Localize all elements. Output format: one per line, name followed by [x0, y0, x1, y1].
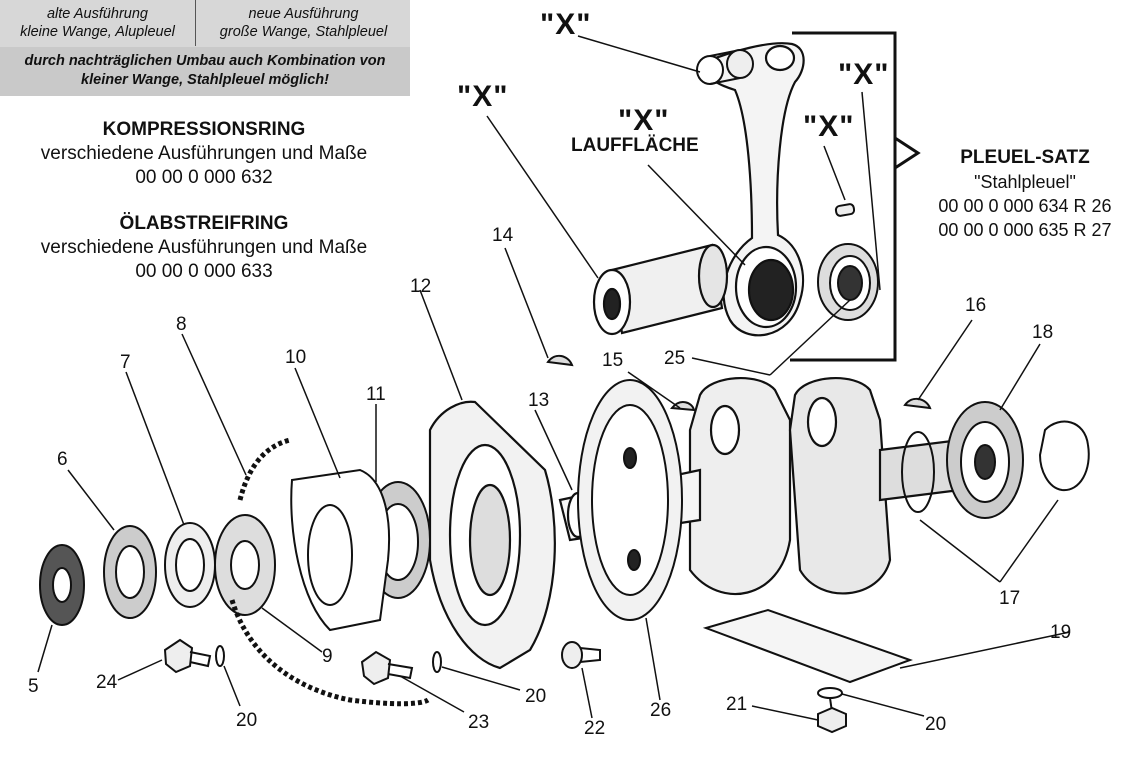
- pleuel-satz-title: PLEUEL-SATZ: [960, 147, 1090, 168]
- gasket-10-hole: [307, 504, 353, 606]
- oil-seal-5: [39, 544, 85, 626]
- part-number-20-middle: 20: [525, 686, 547, 707]
- screw-22: [561, 641, 601, 669]
- bolt-23: [360, 650, 414, 686]
- x-marker-needle-bearing: "X": [838, 58, 890, 91]
- part-number-15: 15: [602, 350, 624, 371]
- small-end-bushing: [696, 49, 754, 85]
- old-version-cell: alte Ausführung kleine Wange, Alupleuel: [0, 0, 196, 46]
- old-version-desc: kleine Wange, Alupleuel: [20, 24, 175, 40]
- part-number-24: 24: [96, 672, 118, 693]
- part-number-12: 12: [410, 276, 432, 297]
- pleuel-bracket-arrow: [894, 136, 921, 170]
- part-number-5: 5: [28, 676, 39, 697]
- washer-20b: [432, 651, 442, 673]
- woodruff-key-15: [670, 401, 696, 412]
- pleuel-satz-subtitle: "Stahlpleuel": [974, 172, 1076, 192]
- bolt-21: [817, 697, 847, 734]
- conversion-note-line1: durch nachträglichen Umbau auch Kombinat…: [24, 53, 386, 69]
- variant-header-box: alte Ausführung kleine Wange, Alupleuel …: [0, 0, 410, 96]
- pleuel-satz-number-2: 00 00 0 000 635 R 27: [938, 220, 1112, 240]
- part-number-26: 26: [650, 700, 672, 721]
- connecting-rod: [703, 42, 805, 337]
- washer-20a: [215, 645, 225, 667]
- pleuel-bracket: [790, 31, 897, 362]
- part-number-17: 17: [999, 588, 1021, 609]
- flywheel-disc: [577, 379, 683, 621]
- woodruff-key-14: [546, 354, 574, 367]
- conversion-note: durch nachträglichen Umbau auch Kombinat…: [0, 47, 410, 96]
- part-number-22: 22: [584, 718, 606, 739]
- gasket-right: [1038, 420, 1090, 492]
- drive-chain: [229, 437, 430, 707]
- part-number-23: 23: [468, 712, 490, 733]
- part-number-6: 6: [57, 449, 68, 470]
- x-marker-pin: "X": [803, 110, 855, 143]
- washer-20c: [817, 687, 843, 699]
- part-number-16: 16: [965, 295, 987, 316]
- needle-bearing: [817, 243, 879, 321]
- part-number-20-right: 20: [925, 714, 947, 735]
- part-number-25: 25: [664, 348, 686, 369]
- small-pin: [834, 203, 856, 217]
- kompressionsring-number: 00 00 0 000 632: [135, 167, 273, 188]
- part-number-9: 9: [322, 646, 333, 667]
- leader-lines: [37, 35, 1071, 721]
- lauflaeche-label: LAUFFLÄCHE: [571, 135, 699, 156]
- bearing-6: [103, 525, 157, 619]
- part-number-21: 21: [726, 694, 748, 715]
- part-number-7: 7: [120, 352, 131, 373]
- kompressionsring-title: KOMPRESSIONSRING: [102, 119, 306, 140]
- kompressionsring-desc: verschiedene Ausführungen und Maße: [40, 143, 368, 164]
- part-number-10: 10: [285, 347, 307, 368]
- x-marker-crank-pin: "X": [457, 80, 509, 113]
- new-version-cell: neue Ausführung große Wange, Stahlpleuel: [197, 0, 410, 46]
- pleuel-satz-number-1: 00 00 0 000 634 R 26: [938, 196, 1112, 216]
- part-number-19: 19: [1050, 622, 1072, 643]
- oil-strainer-plate: [702, 608, 913, 684]
- woodruff-key-16: [903, 397, 932, 410]
- part-number-20-left: 20: [236, 710, 258, 731]
- oelabstreifring-number: 00 00 0 000 633: [135, 261, 273, 282]
- part-number-11: 11: [366, 384, 386, 405]
- part-number-13: 13: [528, 390, 550, 411]
- kompressionsring-block: KOMPRESSIONSRING verschiedene Ausführung…: [0, 118, 408, 190]
- new-version-desc: große Wange, Stahlpleuel: [219, 24, 388, 40]
- part-number-18: 18: [1032, 322, 1054, 343]
- new-version-title: neue Ausführung: [248, 6, 359, 22]
- bolt-24: [163, 638, 212, 674]
- oelabstreifring-block: ÖLABSTREIFRING verschiedene Ausführungen…: [0, 212, 408, 284]
- oelabstreifring-desc: verschiedene Ausführungen und Maße: [40, 237, 368, 258]
- shim-ring-17: [901, 431, 935, 513]
- conversion-note-line2: kleiner Wange, Stahlpleuel möglich!: [81, 72, 329, 88]
- main-bearing-right: [946, 401, 1024, 519]
- pleuel-satz-block: PLEUEL-SATZ "Stahlpleuel" 00 00 0 000 63…: [912, 146, 1138, 242]
- sprocket: [214, 514, 276, 616]
- part-number-8: 8: [176, 314, 187, 335]
- oelabstreifring-title: ÖLABSTREIFRING: [119, 213, 289, 234]
- crank-pin: [592, 243, 729, 336]
- x-marker-running-surface: "X": [618, 104, 670, 137]
- crankcase-cover: [428, 400, 556, 670]
- x-marker-small-end: "X": [540, 8, 592, 41]
- old-version-title: alte Ausführung: [46, 6, 149, 22]
- part-number-14: 14: [492, 225, 514, 246]
